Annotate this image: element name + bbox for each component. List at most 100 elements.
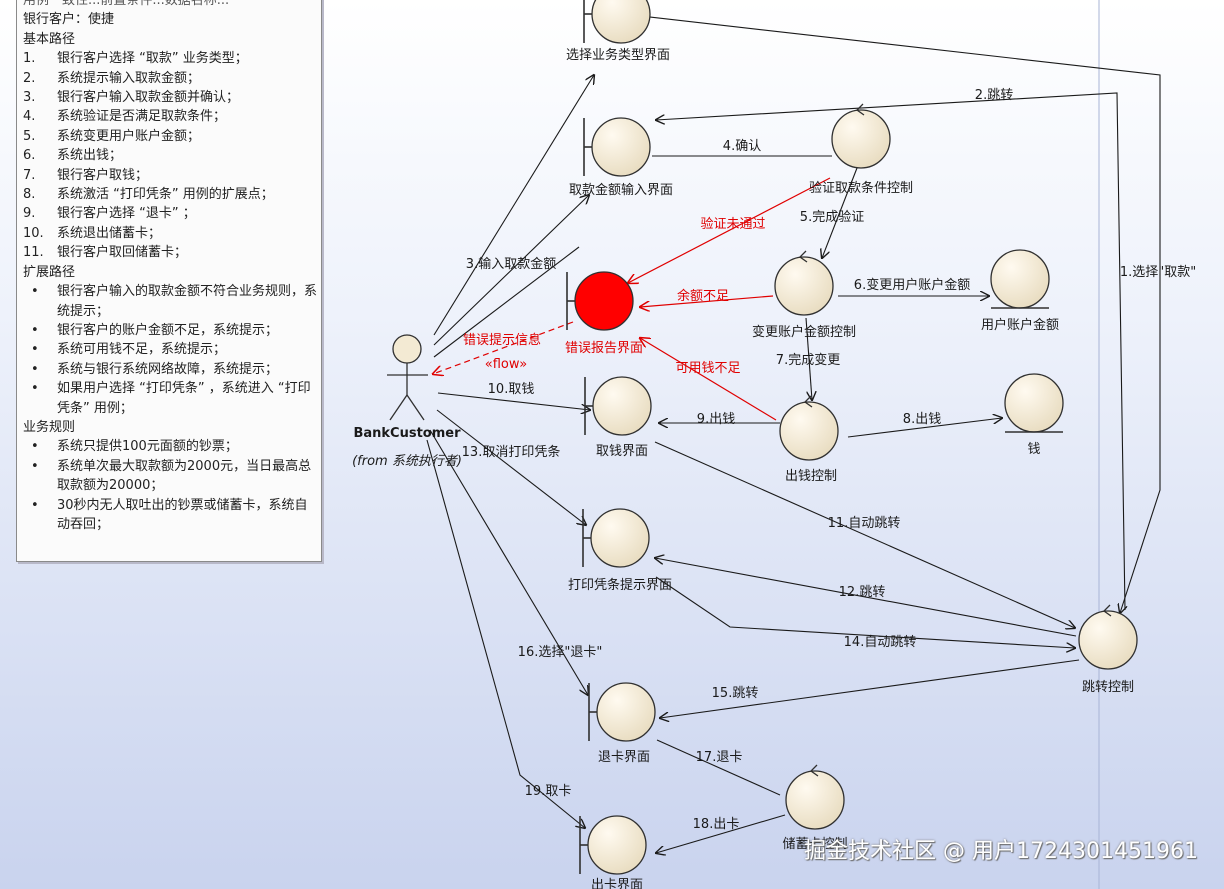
business-rules-items: • 系统只提供100元面额的钞票； • 系统单次最大取款额为2000元，当日最高总取款… [23, 437, 317, 534]
message-link [656, 92, 1126, 611]
actor-head [392, 334, 422, 364]
step-text: 系统出钱； [57, 148, 123, 164]
message-label-e1: 验证未通过 [700, 216, 765, 232]
message-label-e3: 可用钱不足 [675, 361, 740, 376]
node-print-ui[interactable]: 打印凭条提示界面 [568, 508, 672, 593]
node-money-ent[interactable]: 钱 [1004, 373, 1064, 457]
step-number: 7. [23, 167, 36, 183]
bullet-text: 银行客户的账户金额不足，系统提示； [57, 322, 279, 338]
step-text: 系统提示输入取款金额； [57, 70, 201, 86]
message-label-e2: 余额不足 [677, 288, 729, 304]
message-label-m3: 3.输入取款金额 [466, 256, 556, 272]
control-circle [785, 770, 845, 830]
bullet-item: •系统与银行系统网络故障，系统提示； [23, 360, 317, 379]
bullet-item: • 系统可用钱不足，系统提示； [23, 340, 317, 359]
message-label-m17: 17.退卡 [696, 750, 743, 765]
basic-step: 2.系统提示输入取款金额； [23, 69, 317, 88]
node-take-ui[interactable]: 取钱界面 [584, 376, 652, 459]
bullet-item: • 如果用户选择 “打印凭条” ，系统进入 “打印凭条” 用例； [23, 379, 317, 418]
bullet-text: 30秒内无人取吐出的钞票或储蓄卡，系统自动吞回； [57, 497, 308, 532]
message-label-m6: 6.变更用户账户金额 [854, 277, 970, 293]
bullet-dot: • [31, 361, 39, 377]
message-label-m14: 14.自动跳转 [844, 635, 917, 650]
message-link [622, 13, 1161, 613]
bullet-dot: • [31, 381, 39, 397]
message-link [429, 429, 588, 695]
error-flow-link [433, 321, 574, 374]
actor-left-leg [389, 394, 408, 421]
basic-step: 5.系统变更用户账户金额； [23, 127, 317, 146]
message-link [433, 246, 580, 358]
node-account-ent[interactable]: 用户账户金额 [981, 249, 1059, 333]
control-arrowhead [798, 250, 808, 263]
node-label: 打印凭条提示界面 [568, 577, 672, 593]
step-number: 3. [23, 90, 36, 106]
message-label-m19: 19.取卡 [525, 784, 572, 799]
actor-name: BankCustomer [353, 426, 461, 441]
basic-step: 3. 银行客户输入取款金额并确认； [23, 88, 317, 107]
bullet-item: • 系统只提供100元面额的钞票； [23, 437, 317, 456]
bullet-text: 系统可用钱不足，系统提示； [57, 342, 227, 358]
node-error-ui[interactable]: 错误报告界面 [565, 271, 643, 356]
actor-bank-customer[interactable]: BankCustomer(from 系统执行者) [352, 334, 462, 469]
boundary-circle [587, 815, 647, 875]
node-label: 出卡界面 [591, 878, 643, 889]
bullet-dot: • [31, 439, 39, 455]
step-number: 11. [23, 245, 44, 261]
node-label: 退卡界面 [598, 750, 650, 765]
basic-step: 7.银行客户取钱； [23, 166, 317, 185]
bullet-dot: • [31, 458, 39, 474]
step-text: 银行客户取回储蓄卡； [57, 245, 188, 261]
message-label-e4: 错误提示信息 [463, 332, 541, 348]
node-change-ctrl[interactable]: 变更账户金额控制 [752, 250, 856, 340]
node-label: 出钱控制 [785, 469, 837, 484]
step-text: 银行客户输入取款金额并确认； [57, 90, 240, 106]
basic-step: 4.系统验证是否满足取款条件； [23, 107, 317, 126]
watermark: 掘金技术社区 @ 用户1724301451961 [804, 839, 1198, 864]
message-label-m11: 11.自动跳转 [828, 516, 901, 531]
bullet-text: 系统单次最大取款额为2000元，当日最高总取款额为20000； [57, 458, 312, 494]
node-label: 钱 [1027, 442, 1040, 457]
node-label: 变更账户金额控制 [752, 324, 856, 340]
error-flow-link [628, 177, 831, 283]
bullet-dot: • [31, 284, 39, 300]
control-circle [831, 109, 891, 169]
node-out-ui[interactable]: 出卡界面 [579, 815, 647, 889]
control-arrowhead [1102, 604, 1112, 617]
node-verify-ctrl[interactable]: 验证取款条件控制 [809, 103, 913, 196]
step-number: 10. [23, 225, 44, 241]
message-link [433, 195, 589, 346]
message-label-m13: 13.取消打印凭条 [462, 444, 561, 460]
error-flow-link [640, 295, 774, 307]
message-link [655, 576, 1075, 648]
step-number: 4. [23, 109, 36, 125]
bullet-text: 如果用户选择 “打印凭条” ，系统进入 “打印凭条” 用例； [57, 381, 311, 416]
entity-circle [990, 249, 1050, 309]
node-amount-ui[interactable]: 取款金额输入界面 [569, 117, 673, 198]
entity-circle [1004, 373, 1064, 433]
message-label-m7: 7.完成变更 [776, 352, 840, 368]
control-circle [1078, 610, 1138, 670]
node-label: 选择业务类型界面 [566, 47, 670, 63]
message-link [805, 317, 812, 400]
boundary-circle [590, 508, 650, 568]
control-arrowhead [809, 764, 819, 777]
node-label: 验证取款条件控制 [809, 180, 913, 196]
message-label-m4: 4.确认 [723, 139, 761, 154]
bullet-text: 系统只提供100元面额的钞票； [57, 439, 238, 455]
node-jump-ctrl[interactable]: 跳转控制 [1078, 604, 1138, 695]
message-label-m16: 16.选择"退卡" [518, 645, 603, 660]
basic-step: 8.系统激活 “打印凭条” 用例的扩展点； [23, 185, 317, 204]
extension-path-items: •银行客户输入的取款金额不符合业务规则，系统提示；•银行客户的账户金额不足，系统… [23, 282, 317, 418]
basic-step: 10.系统退出储蓄卡； [23, 224, 317, 243]
node-card-ctrl[interactable]: 储蓄卡控制 [782, 764, 848, 852]
node-dispense-ctrl[interactable]: 出钱控制 [779, 395, 839, 484]
bullet-dot: • [31, 342, 39, 358]
node-select-ui[interactable]: 选择业务类型界面 [566, 0, 670, 63]
node-eject-ui[interactable]: 退卡界面 [588, 682, 656, 765]
message-link [822, 167, 858, 258]
basic-step: 9.银行客户选择 “退卡” ； [23, 204, 317, 223]
message-label-m1: 1.选择"取款" [1120, 265, 1196, 280]
bullet-item: •30秒内无人取吐出的钞票或储蓄卡，系统自动吞回； [23, 496, 317, 535]
